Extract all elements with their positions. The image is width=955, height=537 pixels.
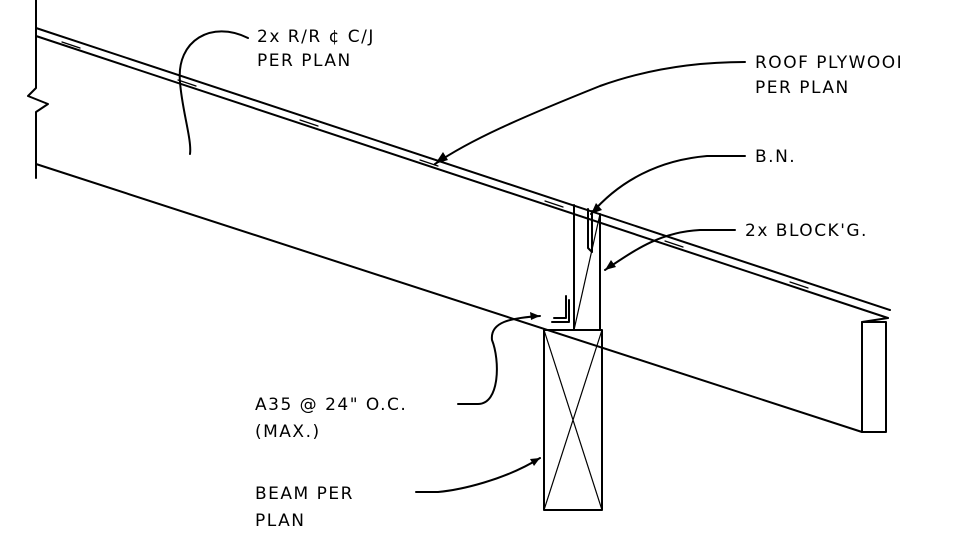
boundary-nail xyxy=(587,208,593,253)
rafter-label-line2: PER PLAN xyxy=(257,51,352,71)
rafter-label-line1: 2x R/R ¢ C/J xyxy=(257,27,375,47)
roof-plywood xyxy=(35,27,891,319)
blocking-label: 2x BLOCK'G. xyxy=(745,221,868,241)
rafter xyxy=(35,163,863,433)
beam xyxy=(543,329,603,511)
clip-label-line1: A35 @ 24" O.C. xyxy=(255,395,407,415)
plywood-label-line2: PER PLAN xyxy=(755,78,850,98)
a35-clip xyxy=(551,295,570,323)
break-line xyxy=(27,0,49,179)
plywood-label-line1: ROOF PLYWOOI xyxy=(755,53,903,73)
blocking xyxy=(573,204,601,331)
beam-label-line2: PLAN xyxy=(255,511,305,531)
nailing-label: B.N. xyxy=(755,147,796,167)
rafter-end-cap xyxy=(861,317,889,323)
clip-label-line2: (MAX.) xyxy=(255,422,321,442)
beam-label-line1: BEAM PER xyxy=(255,484,354,504)
leaders xyxy=(178,30,746,493)
rafter-end xyxy=(861,321,887,433)
arrowheads xyxy=(435,152,616,466)
plywood-joint-marks xyxy=(61,41,809,289)
